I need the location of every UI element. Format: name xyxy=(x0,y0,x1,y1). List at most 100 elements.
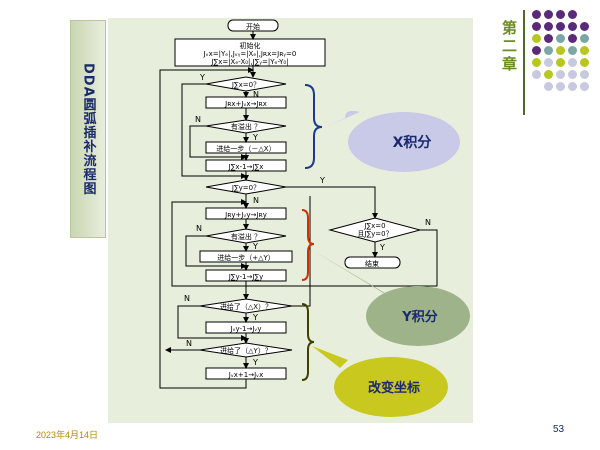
footer-date: 2023年4月14日 xyxy=(36,430,99,440)
dot xyxy=(532,10,541,19)
dot xyxy=(532,46,541,55)
dot xyxy=(580,82,589,91)
fed-x-label: 进给了（△X）？ xyxy=(220,302,272,311)
dot xyxy=(556,22,565,31)
decision-jex-zero xyxy=(205,76,287,92)
branch-label-y: Y xyxy=(379,243,385,252)
both-zero-line-2: 且J∑y=0？ xyxy=(357,230,392,238)
callout-x-bubble xyxy=(348,112,460,172)
vx-update-label: Jᵥx+1→Jᵥx xyxy=(228,371,263,379)
branch-label-n: N xyxy=(253,196,259,205)
branch-label-y: Y xyxy=(252,242,258,251)
vy-update-label: Jᵥy-1→Jᵥy xyxy=(230,325,262,333)
dot xyxy=(532,58,541,67)
init-line-2: J∑x=|Xₑ-X₀|,J∑ᵧ=|Yₑ-Y₀| xyxy=(210,58,288,66)
jex-zero-label: J∑x=0？ xyxy=(231,81,260,89)
overflow1-label: 有溢出 ？ xyxy=(231,122,261,131)
callout-y-text: Y积分 xyxy=(401,309,437,325)
brace-change-coord xyxy=(301,303,315,381)
brace-x-integral xyxy=(304,84,323,169)
dot xyxy=(532,70,541,79)
callout-coord-text: 改变坐标 xyxy=(368,380,420,396)
feed-x-label: 进给一步（－△X） xyxy=(216,144,275,153)
brace-y-integral xyxy=(301,209,315,281)
chapter-divider xyxy=(523,10,525,115)
callout-coord-pointer xyxy=(312,346,348,368)
start-label: 开始 xyxy=(246,22,260,31)
loop-line-fedx-no xyxy=(177,305,247,341)
dot xyxy=(544,70,553,79)
dot xyxy=(568,82,577,91)
branch-label-y: Y xyxy=(199,73,205,82)
dot xyxy=(580,46,589,55)
dot xyxy=(556,70,565,79)
dot xyxy=(556,82,565,91)
flowchart-background xyxy=(108,18,473,423)
init-line-1: Jᵥx=|Yₑ|,Jᵥᵧ=|Xₑ|,Jʀx=Jʀᵧ=0 xyxy=(203,50,297,58)
jey-dec-label: J∑y-1→J∑y xyxy=(228,273,264,281)
decision-fed-y xyxy=(199,342,293,358)
branch-label-y: Y xyxy=(252,133,258,142)
loop-line-both-no xyxy=(171,199,438,287)
dot xyxy=(580,34,589,43)
dot xyxy=(556,34,565,43)
branch-label-y: Y xyxy=(252,358,258,367)
branch-label-n: N xyxy=(425,218,431,227)
loop-line-jey-yes xyxy=(286,186,378,219)
branch-label-n: N xyxy=(186,339,192,348)
feed-y-label: 进给一步（+△Y） xyxy=(217,253,275,262)
callout-x-pointer xyxy=(318,110,360,130)
jey-zero-label: J∑y=0？ xyxy=(231,184,260,192)
dot xyxy=(544,34,553,43)
dot xyxy=(568,10,577,19)
page-number: 53 xyxy=(553,424,565,435)
branch-label-y: Y xyxy=(252,313,258,322)
dot xyxy=(568,58,577,67)
callout-y-pointer xyxy=(312,250,395,300)
loop-line-main xyxy=(159,67,254,389)
loop-line-overflow1-no xyxy=(189,125,247,160)
dot xyxy=(568,22,577,31)
dot xyxy=(568,46,577,55)
branch-label-n: N xyxy=(184,294,190,303)
callout-coord-bubble xyxy=(334,357,448,417)
dot xyxy=(544,22,553,31)
dot xyxy=(544,10,553,19)
dot xyxy=(580,70,589,79)
dot xyxy=(544,46,553,55)
both-zero-line-1: J∑x=0 xyxy=(363,222,385,230)
end-label: 结束 xyxy=(365,259,379,268)
loop-line-overflow2-no xyxy=(185,235,247,269)
dot xyxy=(556,58,565,67)
dot xyxy=(580,22,589,31)
dot xyxy=(556,10,565,19)
branch-label-n: N xyxy=(195,115,201,124)
branch-label-y: Y xyxy=(319,176,325,185)
dot xyxy=(532,22,541,31)
dot xyxy=(544,58,553,67)
ry-acc-label: Jʀy+Jᵥy→Jʀy xyxy=(224,211,267,219)
callout-x-text: X积分 xyxy=(393,134,432,151)
loop-line-fedx-right xyxy=(292,196,311,307)
chapter-label: 第二章 xyxy=(500,20,518,74)
side-title: DDA圆弧插补流程图 xyxy=(80,62,96,196)
branch-label-n: N xyxy=(196,224,202,233)
dot xyxy=(580,58,589,67)
rx-acc-label: Jʀx+Jᵥx→Jʀx xyxy=(224,100,267,108)
dot xyxy=(544,82,553,91)
init-title: 初始化 xyxy=(240,41,261,50)
dot xyxy=(568,34,577,43)
jex-dec-label: J∑x-1→J∑x xyxy=(228,163,264,171)
side-title-banner: DDA圆弧插补流程图 xyxy=(70,20,106,238)
loop-line-skip-x xyxy=(181,83,247,179)
dot xyxy=(568,70,577,79)
fed-y-label: 进给了（△Y）？ xyxy=(220,346,272,355)
callout-y-bubble xyxy=(366,286,470,346)
decision-overflow-2 xyxy=(205,228,287,244)
dot xyxy=(532,34,541,43)
dot xyxy=(556,46,565,55)
decision-overflow-1 xyxy=(205,119,287,134)
branch-label-n: N xyxy=(253,90,259,99)
